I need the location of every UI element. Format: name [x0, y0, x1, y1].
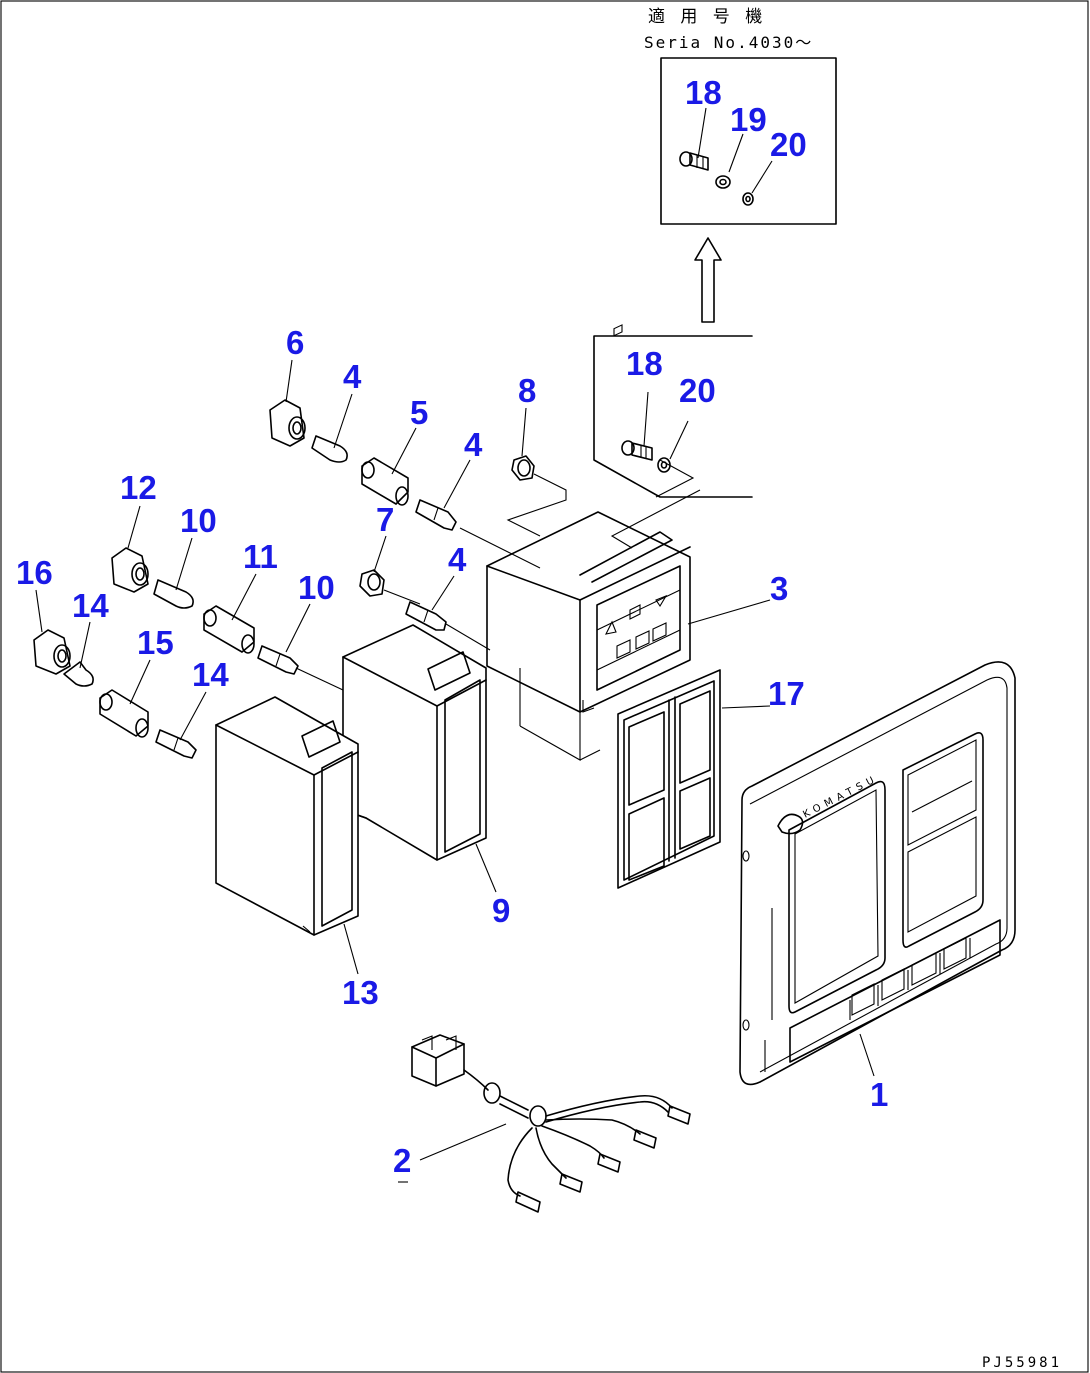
- callout-14-upper: 14: [72, 587, 109, 624]
- socket-16: [33, 629, 71, 675]
- socket-12: [111, 547, 149, 593]
- controller-unit-13: [215, 696, 359, 936]
- callout-14-lower: 14: [192, 656, 229, 693]
- drawing-code: PJ55981: [982, 1355, 1062, 1371]
- detail-arrow: [694, 237, 722, 323]
- bulb-14-lower: [155, 729, 197, 759]
- bulb-10-upper: [153, 579, 194, 609]
- callout-4-upper: 4: [343, 358, 362, 395]
- cover-5: [361, 457, 409, 506]
- callout-1: 1: [870, 1076, 888, 1113]
- controller-unit-9: [342, 624, 487, 861]
- callout-20-inset: 20: [770, 126, 807, 163]
- callout-13: 13: [342, 974, 379, 1011]
- callout-10-lower: 10: [298, 569, 335, 606]
- mounting-bolt-bracket: [593, 335, 753, 498]
- callout-9: 9: [492, 892, 510, 929]
- callout-15: 15: [137, 624, 174, 661]
- cover-15: [99, 689, 149, 738]
- callout-6: 6: [286, 324, 304, 361]
- callout-11: 11: [243, 538, 278, 575]
- front-panel-1: KOMATSU: [739, 661, 1016, 1086]
- detail-inset-box: [660, 57, 837, 225]
- callout-18-main: 18: [626, 345, 663, 382]
- callout-20-main: 20: [679, 372, 716, 409]
- bulb-14-upper: [63, 661, 94, 687]
- callout-18-inset: 18: [685, 74, 722, 111]
- callout-10-upper: 10: [180, 502, 217, 539]
- bulb-4-middle: [415, 499, 457, 531]
- socket-6: [269, 399, 306, 447]
- wire-harness-2: [411, 1034, 691, 1213]
- callout-12: 12: [120, 469, 157, 506]
- callout-leaders: [35, 359, 875, 1183]
- controller-unit-3: [486, 324, 691, 761]
- socket-8: [511, 455, 535, 481]
- callout-4-middle: 4: [464, 426, 483, 463]
- assembly-guide-lines: [295, 473, 701, 691]
- bulb-10-lower: [257, 645, 299, 675]
- callout-3: 3: [770, 570, 788, 607]
- callout-17: 17: [768, 675, 805, 712]
- socket-7: [359, 569, 385, 597]
- callout-7: 7: [376, 501, 394, 538]
- gasket-17: [617, 669, 721, 889]
- bulb-4-lower: [405, 601, 447, 631]
- serial-range-label: Seria No.4030～: [644, 33, 813, 52]
- callout-8: 8: [518, 372, 536, 409]
- callout-16: 16: [16, 554, 53, 591]
- bulb-4-upper: [311, 435, 348, 463]
- callout-19: 19: [730, 101, 767, 138]
- callout-numbers: 1 2 3 4 4 4 5 6 7 8 9 10 10 11 12 13 14 …: [16, 74, 888, 1179]
- callout-4-lower: 4: [448, 541, 467, 578]
- callout-5: 5: [410, 394, 428, 431]
- callout-2: 2: [393, 1142, 411, 1179]
- applicable-serial-label: 適 用 号 機: [648, 7, 767, 27]
- cover-11: [203, 605, 255, 654]
